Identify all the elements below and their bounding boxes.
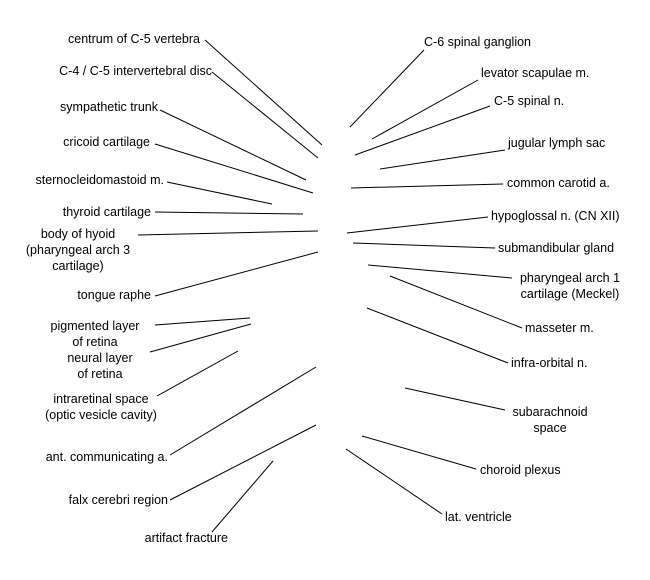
label-sternocleidomastoid: sternocleidomastoid m. (35, 173, 164, 187)
leader-jugular-lymph-sac (379, 149, 506, 170)
leader-lat-ventricle (345, 448, 443, 515)
leader-tongue-raphe (154, 251, 319, 297)
leader-artifact-fracture (211, 460, 274, 533)
leader-c4-c5-disc (211, 71, 319, 159)
leader-pharyngeal-arch-1 (367, 264, 513, 279)
label-infra-orbital-n: infra-orbital n. (511, 356, 588, 370)
label-levator-scapulae: levator scapulae m. (481, 66, 590, 80)
leader-body-of-hyoid (137, 230, 319, 236)
label-jugular-lymph-sac: jugular lymph sac (508, 136, 606, 150)
leader-choroid-plexus (361, 435, 477, 470)
leader-hypoglossal-n (346, 216, 489, 234)
leader-neural-layer (149, 323, 252, 353)
label-c6-spinal-ganglion: C-6 spinal ganglion (424, 35, 532, 49)
label-masseter: masseter m. (525, 321, 594, 335)
leader-submandibular-gland (352, 242, 496, 249)
label-falx-cerebri: falx cerebri region (68, 493, 168, 507)
label-subarachnoid-space: subarachnoid space (512, 405, 588, 435)
leader-c5-spinal-n (354, 105, 491, 156)
leader-ant-communicating (169, 366, 317, 456)
label-pigmented-layer: pigmented layer of retina (50, 319, 140, 349)
label-body-of-hyoid-text: body of hyoid (pharyngeal arch 3 cartila… (25, 227, 131, 273)
leader-c6-spinal-ganglion (349, 49, 425, 128)
leader-intraretinal-space (156, 350, 239, 397)
label-cricoid-cartilage: cricoid cartilage (63, 135, 150, 149)
label-centrum-c5: centrum of C-5 vertebra (68, 32, 200, 46)
leader-thyroid-cartilage (154, 211, 304, 215)
label-intraretinal-space: intraretinal space (optic vesicle cavity… (45, 392, 157, 422)
label-c4-c5-disc: C-4 / C-5 intervertebral disc (59, 64, 212, 78)
label-neural-layer: neural layer of retina (67, 351, 133, 381)
leader-infra-orbital-n (366, 307, 509, 364)
leader-cricoid-cartilage (154, 143, 314, 194)
label-common-carotid: common carotid a. (507, 176, 610, 190)
label-tongue-raphe: tongue raphe (77, 288, 151, 302)
label-submandibular-gland: submandibular gland (498, 241, 615, 255)
leader-sympathetic-trunk (159, 109, 307, 181)
label-ant-communicating: ant. communicating a. (45, 450, 168, 464)
label-c5-spinal-n: C-5 spinal n. (494, 94, 565, 108)
label-body-of-hyoid: body of hyoid (pharyngeal arch 3 cartila… (13, 226, 143, 274)
label-hypoglossal-n: hypoglossal n. (CN XII) (491, 209, 620, 223)
leader-sternocleidomastoid (166, 181, 273, 205)
leader-levator-scapulae (371, 79, 479, 140)
leader-masseter (389, 275, 523, 329)
label-sympathetic-trunk: sympathetic trunk (60, 100, 158, 114)
leader-subarachnoid-space (404, 387, 506, 411)
label-lat-ventricle: lat. ventricle (445, 510, 512, 524)
label-choroid-plexus: choroid plexus (480, 463, 561, 477)
leader-common-carotid (350, 183, 504, 189)
leader-centrum-c5 (204, 39, 323, 146)
leader-pigmented-layer (154, 317, 251, 326)
label-artifact-fracture: artifact fracture (144, 531, 228, 545)
label-thyroid-cartilage: thyroid cartilage (62, 205, 151, 219)
label-pharyngeal-arch-1: pharyngeal arch 1 cartilage (Meckel) (519, 271, 621, 301)
leader-falx-cerebri (169, 424, 317, 501)
